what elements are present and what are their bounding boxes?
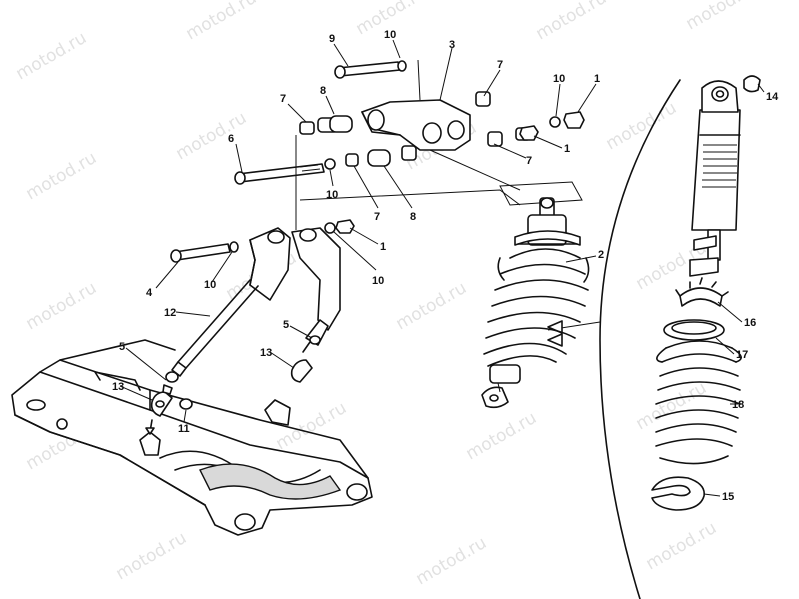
callout-10: 10 [384,29,396,41]
bolt-5 [309,335,321,345]
linkage-rocker [249,227,341,331]
callout-13: 13 [112,381,124,393]
callout-4: 4 [146,287,153,299]
watermark: motod.ru [113,528,191,584]
watermark: motod.ru [463,408,541,464]
bushing-set-left [299,115,417,167]
adjuster-ring-16 [675,277,729,307]
callout-7: 7 [497,59,503,71]
spring-18 [655,340,742,465]
callout-1: 1 [594,73,600,85]
bolt-9 [334,60,407,79]
nut-1 [519,125,539,141]
watermark: motod.ru [533,0,611,44]
bushing-7 [475,91,491,107]
callout-17: 17 [736,349,748,361]
callout-6: 6 [228,133,234,145]
washer-10 [324,222,336,234]
section-divider [599,79,681,599]
callout-3: 3 [449,39,455,51]
callout-5: 5 [283,319,289,331]
shock-damper-body [689,75,761,277]
callout-1: 1 [564,143,570,155]
bushing-7 [345,153,359,167]
callout-1: 1 [380,241,386,253]
watermark: motod.ru [643,518,721,574]
callout-2: 2 [598,249,604,261]
callout-13: 13 [260,347,272,359]
cap-14 [743,75,761,93]
watermark: motod.ru [413,533,491,589]
watermark: motod.ru [683,0,761,34]
nut-1 [335,219,355,234]
washer-10 [549,116,561,128]
rod-end-lower-right [290,319,329,383]
upper-rocker [361,99,471,151]
callout-10: 10 [204,279,216,291]
watermark-layer: motod.ru motod.ru motod.ru motod.ru moto… [13,0,761,589]
detail-arrow [547,333,563,347]
callout-12: 12 [164,307,176,319]
callout-10: 10 [372,275,384,287]
washer-10 [229,241,239,253]
nut-1 [563,111,585,129]
bolt-6 [234,158,336,185]
axle-clamp [234,513,256,531]
assembly-guide-lines [295,59,583,230]
watermark: motod.ru [603,98,681,154]
callout-10: 10 [553,73,565,85]
washer-10 [324,158,336,170]
callout-5: 5 [119,341,125,353]
callout-15: 15 [722,491,734,503]
pivot-hole [26,399,46,411]
watermark: motod.ru [393,278,471,334]
washer-10 [397,60,407,72]
shock-absorber-assembled [481,197,590,409]
callout-7: 7 [526,155,532,167]
callout-8: 8 [410,211,416,223]
tie-rod [165,279,259,383]
callout-7: 7 [374,211,380,223]
pivot-bolt [56,418,68,430]
callout-labels: 9 10 3 7 10 1 7 8 6 10 7 8 7 1 1 10 10 4… [112,29,779,503]
callout-10: 10 [326,189,338,201]
retaining-clip-15 [651,476,705,511]
bolt-4 [170,219,355,263]
callout-16: 16 [744,317,756,329]
watermark: motod.ru [13,28,91,84]
callout-18: 18 [732,399,744,411]
bolt-11 [179,398,193,410]
callout-7: 7 [280,93,286,105]
sleeve-8 [367,149,391,167]
callout-14: 14 [766,91,779,103]
watermark: motod.ru [23,278,101,334]
callout-8: 8 [320,85,326,97]
rod-end-left [145,384,193,435]
callout-11: 11 [178,423,190,435]
leader-lines [119,39,765,497]
watermark: motod.ru [183,0,261,44]
spring-seat-17 [663,319,725,341]
watermark: motod.ru [23,148,101,204]
callout-9: 9 [329,33,335,45]
bushing-7 [299,121,315,135]
bushing-7 [487,131,503,147]
swingarm [11,339,373,536]
axle-clamp [346,483,368,501]
fasteners-right [475,91,585,147]
